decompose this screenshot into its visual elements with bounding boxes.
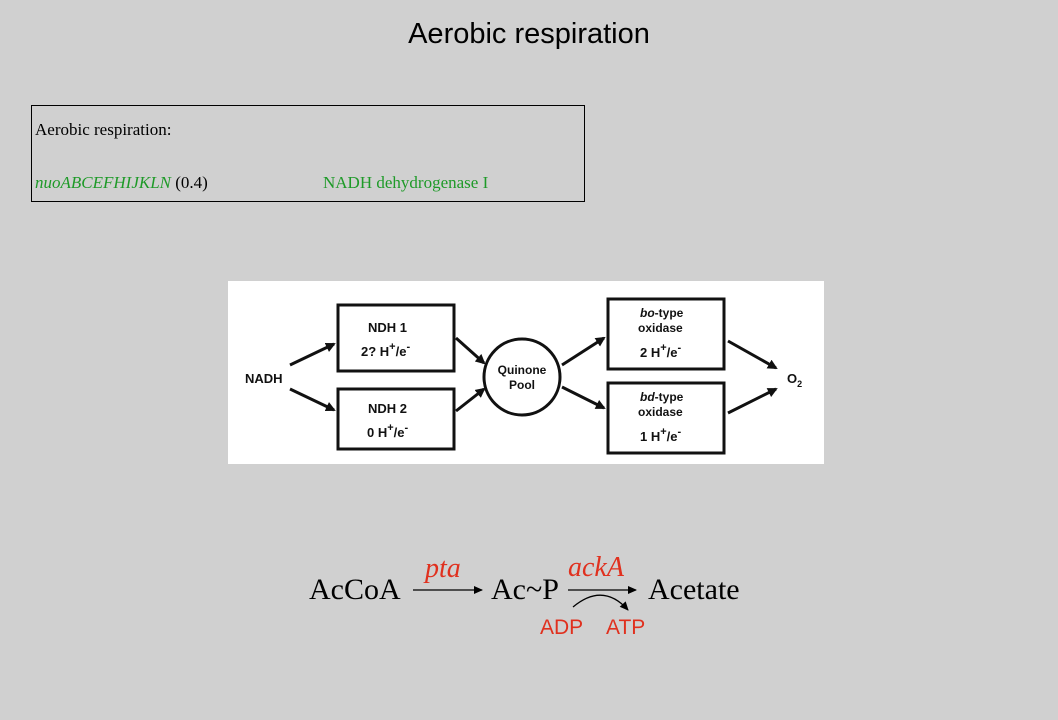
cofactor-adp: ADP <box>540 616 584 639</box>
arrow-ndh1-to-pool <box>455 336 486 365</box>
arrow-ndh2-to-pool <box>455 387 486 413</box>
ndh2-name: NDH 2 <box>368 401 407 416</box>
ndh2-stoichiometry: 0 H+/e- <box>367 422 409 440</box>
enzyme-pta: pta <box>425 553 461 584</box>
arrow-bd-to-o2 <box>727 387 778 415</box>
slide-title: Aerobic respiration <box>408 18 650 50</box>
cofactor-atp: ATP <box>606 616 646 639</box>
metabolite-acetate: Acetate <box>648 573 740 606</box>
gene-box-heading: Aerobic respiration: <box>35 120 172 139</box>
nadh-label: NADH <box>245 371 283 386</box>
ndh1-box: NDH 1 2? H+/e- <box>336 303 456 373</box>
metabolite-accoa: AcCoA <box>309 573 401 606</box>
ndh2-box: NDH 2 0 H+/e- <box>336 387 456 451</box>
gene-info-box: Aerobic respiration: nuoABCEFHIJKLN (0.4… <box>31 105 585 202</box>
bo-oxidase-stoichiometry: 2 H+/e- <box>640 342 682 360</box>
pool-label-line1: Quinone <box>498 363 547 377</box>
pool-label-line2: Pool <box>509 378 535 392</box>
arrow-bo-to-o2 <box>727 339 778 370</box>
bo-oxidase-type: bo-type <box>640 306 684 320</box>
respiratory-chain-diagram: NADH NDH 1 2? H+/e- NDH 2 0 H+/e- Quinon… <box>228 281 824 464</box>
arrow-nadh-to-ndh2 <box>289 387 336 412</box>
enzyme-acka: ackA <box>568 552 624 583</box>
gene-map-position: (0.4) <box>175 173 208 192</box>
quinone-pool: Quinone Pool <box>482 337 562 417</box>
metabolite-acetyl-phosphate: Ac~P <box>491 573 559 606</box>
bd-oxidase-box: bd-type oxidase 1 H+/e- <box>606 381 726 455</box>
bd-oxidase-stoichiometry: 1 H+/e- <box>640 426 682 444</box>
gene-row: nuoABCEFHIJKLN (0.4) NADH dehydrogenase … <box>35 173 488 193</box>
arrow-pool-to-bo <box>561 336 606 367</box>
o2-label: O2 <box>787 371 802 389</box>
bo-oxidase-label: oxidase <box>638 321 683 335</box>
gene-description: NADH dehydrogenase I <box>323 173 489 192</box>
ndh1-name: NDH 1 <box>368 320 407 335</box>
bd-oxidase-type: bd-type <box>640 390 684 404</box>
gene-name: nuoABCEFHIJKLN <box>35 173 171 192</box>
bd-oxidase-label: oxidase <box>638 405 683 419</box>
bo-oxidase-box: bo-type oxidase 2 H+/e- <box>606 297 726 371</box>
arrow-pool-to-bd <box>561 385 606 410</box>
ndh1-stoichiometry: 2? H+/e- <box>361 341 410 359</box>
arrow-nadh-to-ndh1 <box>289 342 336 367</box>
cofactor-curved-arrow <box>572 594 629 611</box>
